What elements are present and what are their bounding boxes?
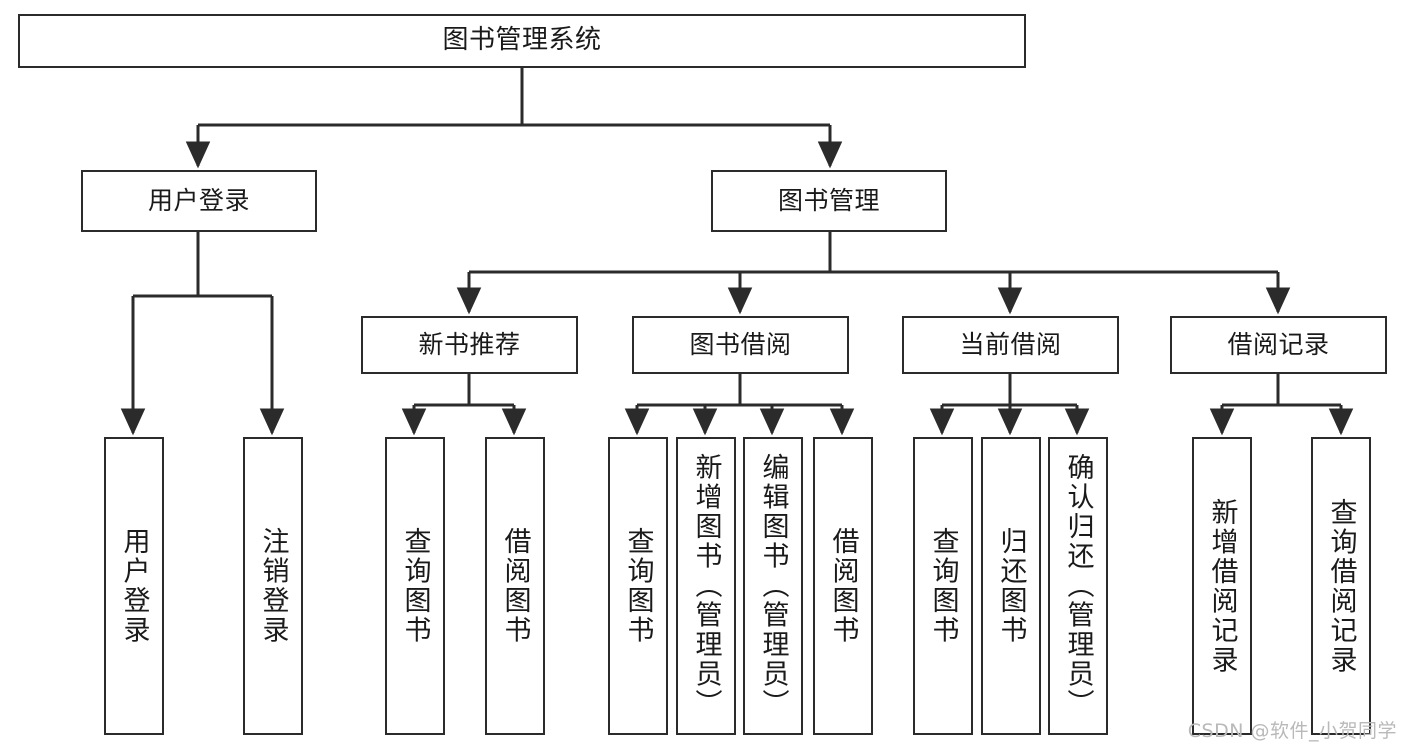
node-label: 查询图书 bbox=[399, 527, 431, 645]
leaf-borrow-books-borrowing[interactable]: 借阅图书 bbox=[813, 437, 873, 735]
leaf-edit-book-admin[interactable]: 编辑图书（管理员） bbox=[743, 437, 803, 735]
node-label: 注销登录 bbox=[257, 527, 289, 645]
leaf-query-books-borrowing[interactable]: 查询图书 bbox=[608, 437, 668, 735]
leaf-add-book-admin[interactable]: 新增图书（管理员） bbox=[676, 437, 736, 735]
node-label: 查询图书 bbox=[927, 527, 959, 645]
node-label: 用户登录 bbox=[147, 185, 250, 215]
node-label: 编辑图书（管理员） bbox=[757, 453, 789, 719]
node-label: 用户登录 bbox=[118, 527, 150, 645]
node-user-login[interactable]: 用户登录 bbox=[81, 170, 317, 232]
node-book-borrowing[interactable]: 图书借阅 bbox=[632, 316, 849, 374]
node-current-borrowing[interactable]: 当前借阅 bbox=[902, 316, 1119, 374]
node-label: 归还图书 bbox=[995, 527, 1027, 645]
node-label: 查询图书 bbox=[622, 527, 654, 645]
node-label: 借阅记录 bbox=[1227, 329, 1330, 359]
leaf-query-books-recommendation[interactable]: 查询图书 bbox=[385, 437, 445, 735]
node-label: 当前借阅 bbox=[959, 329, 1062, 359]
leaf-user-login[interactable]: 用户登录 bbox=[104, 437, 164, 735]
node-label: 图书借阅 bbox=[689, 329, 792, 359]
csdn-watermark: CSDN @软件_小贺同学 bbox=[1187, 720, 1397, 742]
node-label: 借阅图书 bbox=[827, 527, 859, 645]
node-label: 借阅图书 bbox=[499, 527, 531, 645]
leaf-logout[interactable]: 注销登录 bbox=[243, 437, 303, 735]
node-label: 新增借阅记录 bbox=[1206, 497, 1238, 675]
leaf-borrow-books-recommendation[interactable]: 借阅图书 bbox=[485, 437, 545, 735]
node-label: 确认归还（管理员） bbox=[1062, 453, 1094, 719]
node-book-management[interactable]: 图书管理 bbox=[711, 170, 947, 232]
node-borrow-records[interactable]: 借阅记录 bbox=[1170, 316, 1387, 374]
leaf-query-borrow-record[interactable]: 查询借阅记录 bbox=[1311, 437, 1371, 735]
node-root-book-management-system[interactable]: 图书管理系统 bbox=[18, 14, 1026, 68]
node-label: 新增图书（管理员） bbox=[690, 453, 722, 719]
leaf-return-books[interactable]: 归还图书 bbox=[981, 437, 1041, 735]
node-label: 图书管理系统 bbox=[442, 25, 602, 56]
leaf-add-borrow-record[interactable]: 新增借阅记录 bbox=[1192, 437, 1252, 735]
node-label: 新书推荐 bbox=[418, 329, 521, 359]
node-new-book-recommendation[interactable]: 新书推荐 bbox=[361, 316, 578, 374]
node-label: 查询借阅记录 bbox=[1325, 497, 1357, 675]
node-label: 图书管理 bbox=[777, 185, 880, 215]
leaf-confirm-return-admin[interactable]: 确认归还（管理员） bbox=[1048, 437, 1108, 735]
leaf-query-books-current[interactable]: 查询图书 bbox=[913, 437, 973, 735]
